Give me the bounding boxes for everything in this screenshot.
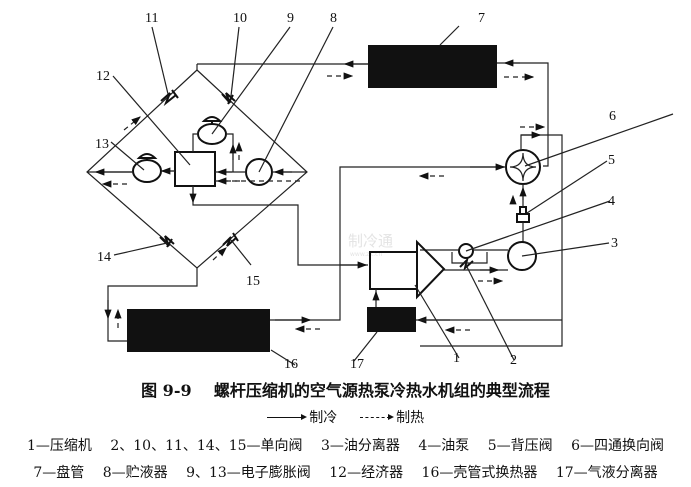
leader-lines — [110, 25, 674, 366]
watermark-url: www.zlt.cn — [350, 251, 382, 258]
check-valve-15 — [222, 232, 239, 247]
callout-1: 1 — [453, 351, 460, 366]
check-valve-14 — [159, 235, 175, 248]
callout-6: 6 — [609, 109, 616, 124]
oil-pump-4 — [458, 243, 474, 259]
dashed-arrow-icon — [359, 413, 394, 420]
parts-list-line-2: 7—盘管 8—贮液器 9、13—电子膨胀阀 12—经济器 16—壳管式换热器 1… — [0, 459, 691, 487]
part-item: 8—贮液器 — [102, 465, 168, 481]
callout-13: 13 — [95, 137, 109, 152]
shell-tube-exchanger-16 — [127, 309, 270, 352]
callout-9: 9 — [287, 11, 294, 26]
figure-title: 螺杆压缩机的空气源热泵冷热水机组的典型流程 — [213, 381, 550, 400]
callout-8: 8 — [330, 11, 337, 26]
callout-10: 10 — [233, 11, 247, 26]
figure-caption: 图 9-9 螺杆压缩机的空气源热泵冷热水机组的典型流程 — [0, 377, 691, 401]
part-item: 9、13—电子膨胀阀 — [186, 465, 311, 481]
legend-cooling: 制冷 — [309, 410, 338, 426]
part-item: 17—气液分离器 — [555, 465, 658, 481]
callout-5: 5 — [608, 153, 615, 168]
part-item: 12—经济器 — [329, 465, 404, 481]
callout-2: 2 — [510, 353, 517, 368]
callout-15: 15 — [246, 274, 260, 289]
economizer-12 — [174, 151, 216, 187]
parts-list-line-1: 1—压缩机 2、10、11、14、15—单向阀 3—油分离器 4—油泵 5—背压… — [0, 432, 691, 460]
check-valve-10 — [221, 92, 236, 105]
callout-11: 11 — [145, 11, 158, 26]
compressor-1 — [369, 239, 446, 300]
part-item: 16—壳管式换热器 — [421, 465, 538, 481]
callout-4: 4 — [608, 194, 615, 209]
callout-16: 16 — [284, 357, 298, 372]
part-item: 2、10、11、14、15—单向阀 — [110, 438, 303, 454]
flow-diagram: 制冷通 www.zlt.cn — [86, 11, 674, 372]
four-way-valve-6 — [505, 149, 541, 185]
part-item: 6—四通换向阀 — [571, 438, 665, 454]
legend: 制冷 制热 — [0, 407, 691, 427]
gas-liquid-separator-17 — [367, 307, 416, 332]
part-item: 1—压缩机 — [26, 438, 92, 454]
callout-12: 12 — [96, 69, 110, 84]
callout-3: 3 — [611, 236, 618, 251]
callout-7: 7 — [478, 11, 485, 26]
callout-14: 14 — [97, 250, 111, 265]
figure-number: 图 9-9 — [141, 381, 192, 400]
check-valve-11 — [160, 89, 179, 107]
legend-heating: 制热 — [396, 410, 425, 426]
watermark-logo: 制冷通 — [348, 232, 393, 250]
solid-arrow-icon — [266, 413, 307, 420]
part-item: 7—盘管 — [33, 465, 85, 481]
expansion-valve-13 — [132, 153, 162, 183]
coil-7 — [368, 45, 497, 88]
part-item: 5—背压阀 — [487, 438, 553, 454]
back-pressure-valve-5 — [516, 206, 530, 223]
part-item: 4—油泵 — [418, 438, 470, 454]
callout-17: 17 — [350, 357, 364, 372]
watermark: 制冷通 www.zlt.cn — [348, 232, 393, 258]
part-item: 3—油分离器 — [320, 438, 400, 454]
oil-separator-3 — [507, 241, 537, 271]
